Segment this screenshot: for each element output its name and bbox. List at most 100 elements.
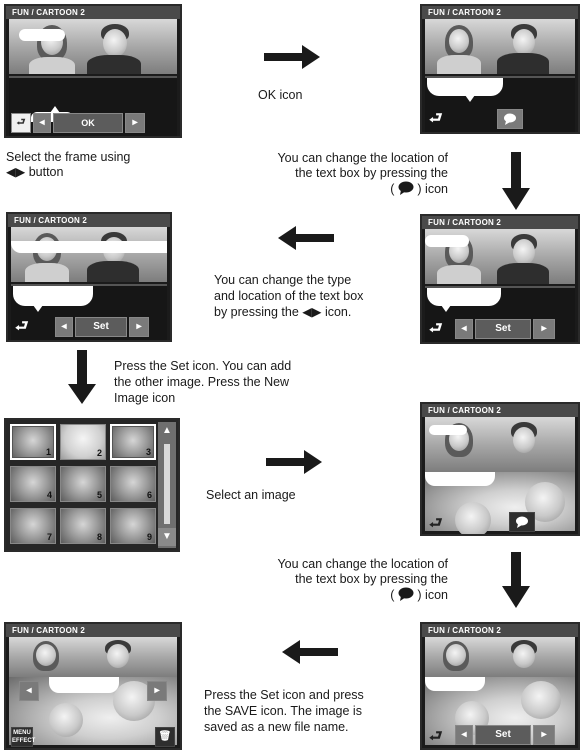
thumbnail-number: 9: [147, 532, 152, 542]
couple-photo: [425, 229, 575, 284]
scroll-thumb[interactable]: [164, 444, 170, 524]
left-button[interactable]: ◂: [455, 725, 473, 745]
return-icon[interactable]: ⮐: [429, 111, 443, 127]
screen-title: FUN / CARTOON 2: [422, 216, 578, 229]
caption-5-line-3: Image icon: [114, 391, 175, 406]
screen-title: FUN / CARTOON 2: [6, 624, 180, 637]
left-button[interactable]: ◂: [455, 319, 473, 339]
caption-4-line-2: and location of the text box: [214, 289, 363, 304]
return-icon[interactable]: ⮐: [15, 319, 29, 335]
thumbnail[interactable]: 7: [10, 508, 56, 544]
left-button[interactable]: ◂: [19, 681, 39, 701]
speech-bubble-button[interactable]: [509, 512, 535, 532]
return-button[interactable]: ⮐: [11, 113, 31, 133]
right-button[interactable]: ▸: [533, 319, 555, 339]
caption-4-line-1: You can change the type: [214, 273, 351, 288]
return-icon[interactable]: ⮐: [429, 321, 443, 337]
caption-1-line-2: ◀▶ button: [6, 165, 63, 180]
screen-title: FUN / CARTOON 2: [8, 214, 170, 227]
control-bar: ⮐ ◂ OK ▸: [9, 111, 177, 133]
control-bar: ⮐ ◂ Set ▸: [11, 315, 167, 337]
return-icon[interactable]: ⮐: [429, 729, 443, 745]
speech-bubble-icon: [515, 516, 529, 528]
selected-photo: ⮐ ◂ Set ▸: [425, 677, 575, 745]
left-arrow-icon: ◂: [461, 323, 466, 334]
caption-5-line-1: Press the Set icon. You can add: [114, 359, 291, 374]
paren-open: (: [390, 182, 394, 196]
screen-title: FUN / CARTOON 2: [422, 6, 578, 19]
couple-photo: [425, 417, 575, 472]
scroll-down-icon[interactable]: ▼: [158, 528, 176, 546]
thumbnail-number: 4: [47, 490, 52, 500]
thumbnail[interactable]: 6: [110, 466, 156, 502]
caption-1-line-1: Select the frame using: [6, 150, 130, 165]
couple-photo: [9, 19, 177, 74]
thumbnail[interactable]: 3: [110, 424, 156, 460]
right-arrow-icon: ▸: [136, 321, 141, 332]
selected-photo: ⮐: [425, 472, 575, 531]
screen-4: FUN / CARTOON 2 ⮐ ◂ Set ▸: [420, 214, 580, 344]
thumbnail[interactable]: 5: [60, 466, 106, 502]
selected-photo: ◂ ▸ MENU EFFECT 🗑: [9, 677, 177, 745]
menu-effect-button[interactable]: MENU EFFECT: [11, 727, 33, 747]
thumbnail-number: 8: [97, 532, 102, 542]
scrollbar[interactable]: ▲ ▼: [158, 422, 176, 548]
thumbnail-number: 5: [97, 490, 102, 500]
arrow-left-icon: [278, 226, 334, 250]
arrow-down-icon: [502, 152, 530, 212]
left-arrow-icon: ◂: [461, 729, 466, 740]
caption-3-line-3: ( ) icon: [240, 181, 448, 197]
right-button[interactable]: ▸: [147, 681, 167, 701]
speech-bubble-icon: [503, 113, 517, 125]
thumbnail-number: 2: [97, 448, 102, 458]
caption-8-line-1: Press the Set icon and press: [204, 688, 364, 703]
screen-5-image-browser: 1 2 3 4 5 6 7 8 9 ▲ ▼: [4, 418, 180, 552]
right-button[interactable]: ▸: [125, 113, 145, 133]
set-button[interactable]: Set: [75, 317, 127, 337]
screen-title: FUN / CARTOON 2: [422, 624, 578, 637]
left-button[interactable]: ◂: [55, 317, 73, 337]
arrow-left-icon: [282, 640, 338, 664]
arrow-down-icon: [68, 350, 96, 406]
screen-title: FUN / CARTOON 2: [422, 404, 578, 417]
screen-1: FUN / CARTOON 2 ⮐ ◂ OK ▸: [4, 4, 182, 138]
right-button[interactable]: ▸: [533, 725, 555, 745]
right-arrow-icon: ▸: [541, 729, 546, 740]
screen-7: FUN / CARTOON 2 ◂ ▸ MENU EFFECT 🗑: [4, 622, 182, 750]
thumbnail-number: 6: [147, 490, 152, 500]
trash-icon: 🗑: [159, 731, 172, 742]
caption-3-line-2: the text box by pressing the: [240, 166, 448, 181]
thumbnail[interactable]: 8: [60, 508, 106, 544]
caption-8-line-3: saved as a new file name.: [204, 720, 349, 735]
thumbnail-number: 1: [46, 447, 51, 457]
left-arrow-icon: ◂: [26, 685, 31, 696]
thumbnail[interactable]: 1: [10, 424, 56, 460]
thumbnail[interactable]: 9: [110, 508, 156, 544]
paren-open: (: [390, 588, 394, 602]
screen-8: FUN / CARTOON 2 ⮐ ◂ Set ▸: [420, 622, 580, 750]
screen-3: FUN / CARTOON 2 ⮐ ◂ Set ▸: [6, 212, 172, 342]
caption-7-line-2: the text box by pressing the: [240, 572, 448, 587]
paren-close: ) icon: [417, 588, 448, 602]
couple-photo: [9, 637, 177, 677]
scroll-up-icon[interactable]: ▲: [158, 422, 176, 440]
thumbnail[interactable]: 2: [60, 424, 106, 460]
ok-button[interactable]: OK: [53, 113, 123, 133]
left-button[interactable]: ◂: [33, 113, 51, 133]
right-button[interactable]: ▸: [129, 317, 149, 337]
thumbnail[interactable]: 4: [10, 466, 56, 502]
caption-7-line-3: ( ) icon: [240, 587, 448, 603]
couple-photo: [11, 227, 167, 282]
caption-5-line-2: the other image. Press the New: [114, 375, 289, 390]
arrow-right-icon: [264, 45, 324, 69]
menu-label: MENU: [12, 729, 32, 737]
left-arrow-icon: ◂: [39, 117, 44, 128]
set-button[interactable]: Set: [475, 725, 531, 745]
set-button[interactable]: Set: [475, 319, 531, 339]
return-icon[interactable]: ⮐: [429, 516, 443, 532]
trash-button[interactable]: 🗑: [155, 727, 175, 747]
control-bar: ⮐: [425, 107, 575, 129]
caption-7-line-1: You can change the location of: [240, 557, 448, 572]
speech-bubble-button[interactable]: [497, 109, 523, 129]
caption-3-line-1: You can change the location of: [240, 151, 448, 166]
